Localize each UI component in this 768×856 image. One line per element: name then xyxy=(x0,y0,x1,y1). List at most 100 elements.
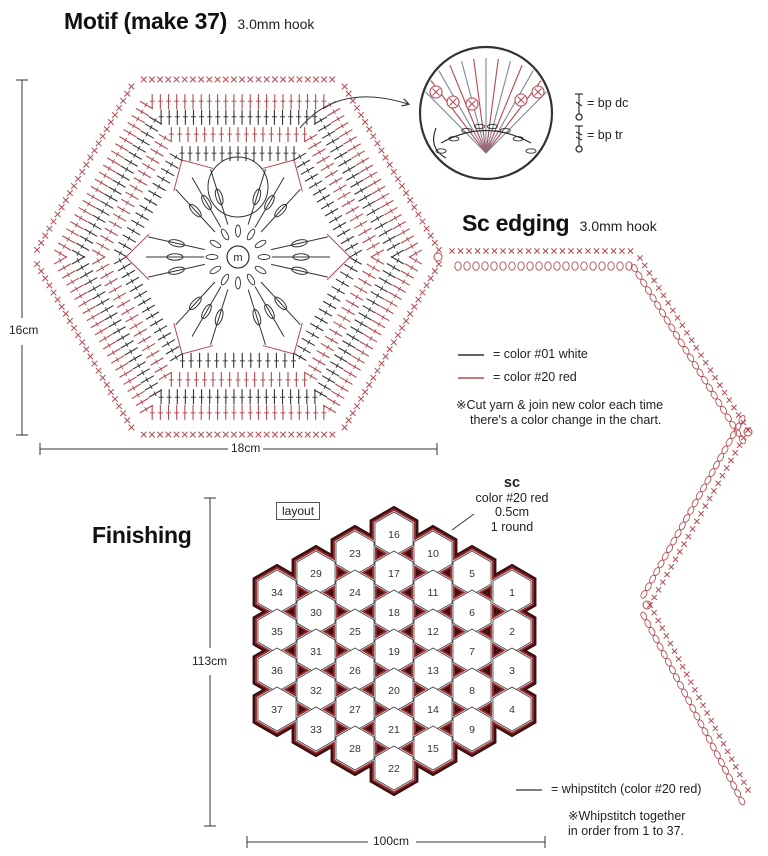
layout-hex-number: 17 xyxy=(388,568,400,580)
detail-magnifier xyxy=(418,45,554,181)
white-legend-row: = color #01 white xyxy=(493,347,588,361)
whipstitch-legend-row: = whipstitch (color #20 red) xyxy=(551,782,701,796)
layout-hex-cell: 8 xyxy=(452,667,492,713)
layout-hex-cell: 2 xyxy=(492,608,532,654)
motif-hook: 3.0mm hook xyxy=(237,16,315,32)
whipstitch-note-line1: ※Whipstitch together xyxy=(568,809,686,823)
layout-hex-number: 25 xyxy=(349,626,361,638)
motif-width-dimension xyxy=(39,443,438,455)
motif-center-petals xyxy=(125,159,351,355)
layout-hex-cell: 4 xyxy=(492,686,532,732)
motif-round xyxy=(53,94,423,420)
layout-hex-cell: 34 xyxy=(257,569,297,615)
layout-width-label: 100cm xyxy=(370,834,413,848)
layout-hex-number: 6 xyxy=(469,607,475,619)
layout-hex-number: 18 xyxy=(388,607,400,619)
layout-hex-number: 5 xyxy=(469,568,475,580)
magic-ring-label: m xyxy=(233,252,242,264)
motif-round xyxy=(71,109,405,405)
bp-tr-symbol xyxy=(575,125,583,153)
layout-hex-cell: 20 xyxy=(374,667,414,713)
sc-note: sc color #20 red 0.5cm 1 round xyxy=(470,476,554,534)
layout-hex-number: 11 xyxy=(428,587,439,599)
layout-hex-number: 29 xyxy=(310,568,322,580)
layout-hex-cell: 35 xyxy=(257,608,297,654)
layout-hex-number: 23 xyxy=(349,548,361,560)
layout-hex-cell: 7 xyxy=(452,628,492,674)
layout-hex-cell: 9 xyxy=(452,706,492,752)
edging-hook: 3.0mm hook xyxy=(579,218,657,234)
detail-circle xyxy=(207,156,269,218)
layout-hex-number: 22 xyxy=(388,763,400,775)
finishing-title: Finishing xyxy=(92,522,192,548)
layout-hex-number: 19 xyxy=(388,646,400,658)
layout-hex-cell: 17 xyxy=(374,550,414,596)
layout-hex-cell: 24 xyxy=(335,569,375,615)
red-equals: = xyxy=(493,370,501,384)
layout-hex-cell: 18 xyxy=(374,589,414,635)
whipstitch-note-line2: in order from 1 to 37. xyxy=(568,824,685,838)
layout-hex-number: 34 xyxy=(271,587,283,599)
layout-hex-number: 21 xyxy=(388,724,400,736)
red-color-label: color #20 red xyxy=(503,370,577,384)
layout-hex-cell: 1 xyxy=(492,569,532,615)
layout-hex-number: 9 xyxy=(469,724,475,736)
layout-width-dimension xyxy=(246,836,546,848)
layout-hex-cell: 28 xyxy=(335,725,375,771)
layout-hex-number: 37 xyxy=(271,704,283,716)
layout-height-dimension xyxy=(204,497,216,827)
layout-hex-number: 33 xyxy=(310,724,322,736)
color-note-line2: there's a color change in the chart. xyxy=(470,413,662,427)
whipstitch-equals: = xyxy=(551,782,559,796)
layout-hex-number: 28 xyxy=(349,743,361,755)
layout-grid: 3435363729303132332324252627281617181920… xyxy=(252,505,537,797)
layout-hex-number: 27 xyxy=(349,704,361,716)
layout-hex-cell: 13 xyxy=(413,647,453,693)
layout-hex-cell: 23 xyxy=(335,530,375,576)
layout-hex-cell: 26 xyxy=(335,647,375,693)
layout-hex-cell: 12 xyxy=(413,608,453,654)
magic-ring-icon xyxy=(226,245,250,269)
layout-hex-number: 20 xyxy=(388,685,400,697)
motif-inner-ring xyxy=(205,224,271,290)
edging-heading: Sc edging 3.0mm hook xyxy=(462,210,657,237)
layout-hex-cell: 10 xyxy=(413,530,453,576)
motif-heading: Motif (make 37) 3.0mm hook xyxy=(64,8,314,35)
layout-hex-number: 7 xyxy=(469,646,475,658)
layout-hex-cell: 6 xyxy=(452,589,492,635)
white-equals: = xyxy=(493,347,501,361)
edging-title: Sc edging xyxy=(462,210,570,236)
sc-width: 0.5cm xyxy=(494,505,530,519)
red-legend-row: = color #20 red xyxy=(493,370,577,384)
layout-hex-number: 4 xyxy=(509,704,515,716)
layout-hex-cell: 21 xyxy=(374,706,414,752)
motif-round xyxy=(113,146,363,368)
layout-hex-number: 30 xyxy=(310,607,322,619)
sc-leader-line xyxy=(451,513,475,531)
bp-tr-label: = bp tr xyxy=(587,128,623,142)
layout-hex-cell: 29 xyxy=(296,550,336,596)
color-note-line1: ※Cut yarn & join new color each time xyxy=(456,398,664,412)
layout-hex-number: 15 xyxy=(427,743,439,755)
sc-rounds: 1 round xyxy=(490,519,534,534)
white-color-label: color #01 white xyxy=(503,347,588,361)
layout-hex-cell: 22 xyxy=(374,745,414,791)
motif-height-dimension xyxy=(16,79,28,436)
layout-hex-cell: 32 xyxy=(296,667,336,713)
layout-hex-cell: 25 xyxy=(335,608,375,654)
layout-hex-cell: 11 xyxy=(413,569,453,615)
sc-color: color #20 red xyxy=(475,490,549,505)
motif-title: Motif (make 37) xyxy=(64,8,227,34)
layout-hex-cell: 37 xyxy=(257,686,297,732)
layout-hex-number: 2 xyxy=(509,626,515,638)
layout-hex-cell: 15 xyxy=(413,725,453,771)
layout-hex-number: 24 xyxy=(349,587,361,599)
layout-hex-cell: 19 xyxy=(374,628,414,674)
layout-hex-number: 35 xyxy=(271,626,283,638)
layout-hex-number: 32 xyxy=(310,685,322,697)
motif-round xyxy=(33,76,443,438)
layout-hex-number: 14 xyxy=(427,704,439,716)
layout-hex-cell: 31 xyxy=(296,628,336,674)
layout-hex-cell: 33 xyxy=(296,706,336,752)
